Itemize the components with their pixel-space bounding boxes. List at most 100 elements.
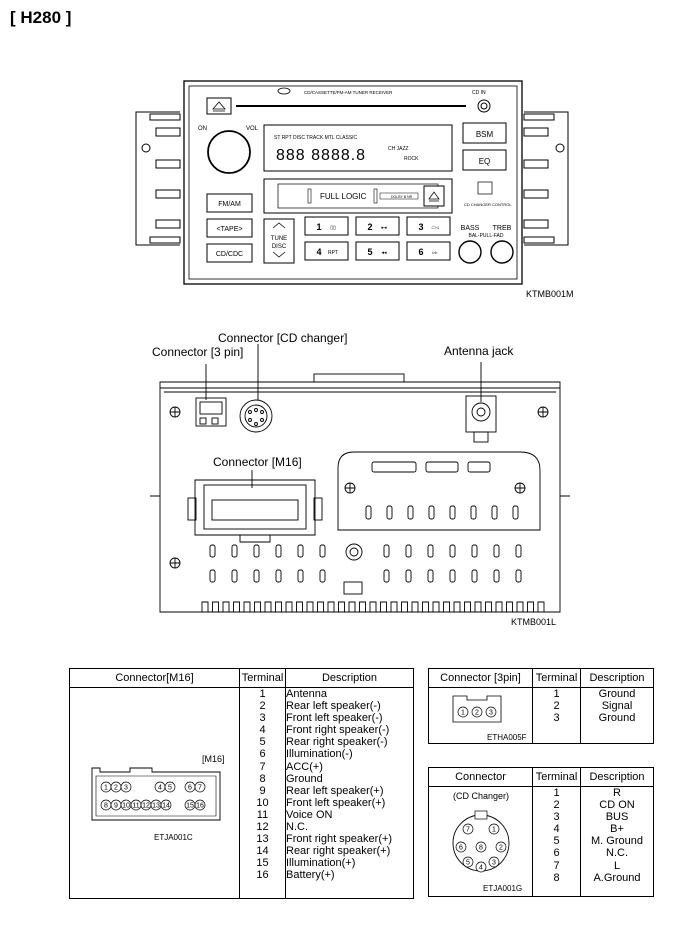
pin3-terminal-1: 1 xyxy=(553,688,560,700)
figure-code-front: KTMB001M xyxy=(526,289,574,299)
pin3-description-3: Ground xyxy=(598,712,636,725)
svg-text:7: 7 xyxy=(198,785,202,792)
m16-terminal-8: 8 xyxy=(259,772,266,785)
pin3-pin-1: 1 xyxy=(457,706,469,718)
preset-button-5[interactable]: 5◂◂ xyxy=(355,241,400,261)
m16-header-terminal: Terminal xyxy=(239,668,286,688)
tune-label: TUNE xyxy=(271,236,287,242)
m16-description-5: Rear right speaker(-) xyxy=(286,736,388,749)
cd-changer-label: CD CHANGER CONTROL xyxy=(464,202,512,207)
m16-pin-12: 12 xyxy=(140,799,152,811)
m16-pin-15: 15 xyxy=(184,799,196,811)
page-title: [ H280 ] xyxy=(10,8,72,27)
figure-code-rear: KTMB001L xyxy=(511,617,557,627)
tune-disc-button xyxy=(263,218,295,264)
svg-text:▸◂: ▸◂ xyxy=(381,225,387,231)
cdc-header-connector: Connector xyxy=(428,767,533,787)
cdc-pin-2: 2 xyxy=(495,841,507,853)
svg-text:5: 5 xyxy=(466,860,470,867)
pin3-pin-2: 2 xyxy=(471,706,483,718)
svg-text:8: 8 xyxy=(479,845,483,852)
cdc-terminal-4: 4 xyxy=(553,823,560,836)
svg-text:4: 4 xyxy=(316,247,321,257)
svg-text:6: 6 xyxy=(459,845,463,852)
m16-pin-7: 7 xyxy=(194,781,206,793)
m16-terminal-4: 4 xyxy=(259,724,266,737)
pin3-header-description: Description xyxy=(580,668,654,688)
cassette-slot xyxy=(263,178,453,214)
cdcdc-button xyxy=(206,243,253,263)
pin3-description-2: Signal xyxy=(601,700,633,713)
callout-3pin: Connector [3 pin] xyxy=(152,345,243,359)
cdc-description-4: B+ xyxy=(610,823,624,836)
cdc-pin-1: 1 xyxy=(488,823,500,835)
rear-panel-diagram: Connector [CD changer] Connector [3 pin]… xyxy=(150,331,570,613)
preset-button-1[interactable]: 1▯▯ xyxy=(304,216,349,236)
m16-description-4: Front right speaker(-) xyxy=(286,724,390,737)
cdc-pin-8: 8 xyxy=(475,841,487,853)
pin3-terminal-2: 2 xyxy=(553,700,560,713)
cassette-eject-icon xyxy=(428,191,440,202)
svg-text:6: 6 xyxy=(418,247,423,257)
m16-header-connector: Connector[M16] xyxy=(69,668,240,688)
display-side: CH JAZZ xyxy=(388,146,409,152)
cdc-terminal-3: 3 xyxy=(553,811,560,824)
on-label: ON xyxy=(198,126,207,132)
left-bracket xyxy=(135,111,181,246)
bsm-button xyxy=(462,122,507,144)
front-panel-diagram: CD/CASSETTE/FM-AM TUNER RECEIVER CD IN O… xyxy=(135,80,569,285)
cdc-connector-table: Connector Terminal Description (CD Chang… xyxy=(428,767,654,897)
svg-text:3: 3 xyxy=(124,785,128,792)
cdc-description-6: N.C. xyxy=(606,847,628,860)
svg-text:2: 2 xyxy=(367,222,372,232)
svg-text:BSM: BSM xyxy=(476,130,494,139)
m16-pin-4: 4 xyxy=(154,781,166,793)
cdc-description-8: A.Ground xyxy=(593,871,641,884)
m16-terminal-9: 9 xyxy=(259,784,266,797)
callout-m16: Connector [M16] xyxy=(213,455,302,469)
eq-button xyxy=(462,149,507,171)
dolby-label: DOLBY B NR xyxy=(391,195,413,199)
svg-text:10: 10 xyxy=(122,803,130,810)
cdc-pin-6: 6 xyxy=(455,841,467,853)
m16-description-6: Illumination(-) xyxy=(286,748,353,761)
pin3-terminal-3: 3 xyxy=(553,712,560,725)
m16-terminal-15: 15 xyxy=(256,857,269,870)
cdc-description-5: M. Ground xyxy=(591,835,643,848)
m16-description-1: Antenna xyxy=(286,688,327,700)
m16-terminal-2: 2 xyxy=(259,700,266,713)
cdc-terminal-5: 5 xyxy=(553,835,560,848)
m16-terminal-13: 13 xyxy=(256,833,269,846)
svg-text:12: 12 xyxy=(142,803,150,810)
m16-pin-14: 14 xyxy=(160,799,172,811)
svg-text:FM/AM: FM/AM xyxy=(218,201,241,208)
cdc-header-description: Description xyxy=(580,767,654,787)
preset-button-6[interactable]: 6▹▹ xyxy=(406,241,451,261)
preset-button-3[interactable]: 3▭◃ xyxy=(406,216,451,236)
m16-pin-6: 6 xyxy=(184,781,196,793)
svg-text:1: 1 xyxy=(104,785,108,792)
display-digits: 888 8888.8 xyxy=(276,147,366,164)
connector-cd-changer xyxy=(239,399,273,433)
m16-terminal-5: 5 xyxy=(259,736,266,749)
cdc-terminal-1: 1 xyxy=(553,787,560,799)
svg-text:2: 2 xyxy=(499,845,503,852)
svg-text:7: 7 xyxy=(466,827,470,834)
treb-label: TREB xyxy=(493,225,512,232)
svg-text:8: 8 xyxy=(104,803,108,810)
pin3-header-terminal: Terminal xyxy=(532,668,581,688)
display-rock: ROCK xyxy=(404,156,419,162)
svg-text:14: 14 xyxy=(162,803,170,810)
tape-button xyxy=(206,218,253,238)
svg-text:3: 3 xyxy=(489,710,493,717)
svg-text:◂◂: ◂◂ xyxy=(381,250,387,256)
preset-button-2[interactable]: 2 ▸◂ xyxy=(355,216,400,236)
